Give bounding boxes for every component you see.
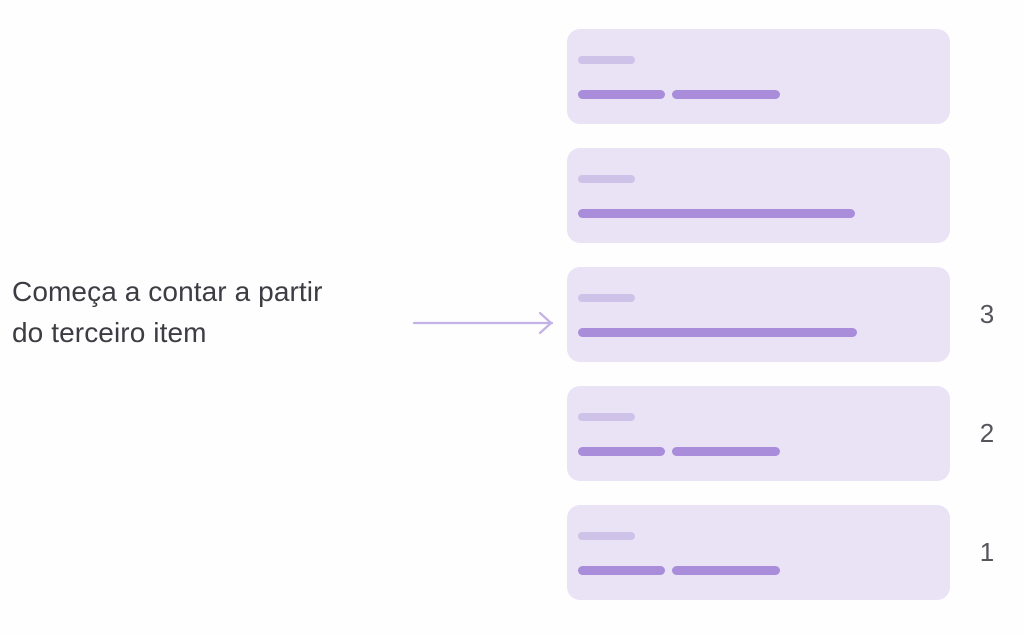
- annotation: Começa a contar a partir do terceiro ite…: [12, 271, 412, 353]
- placeholder-content-row: [578, 90, 950, 99]
- placeholder-content-bar: [672, 566, 780, 575]
- item-counter: 1: [979, 537, 995, 567]
- placeholder-content-bar: [578, 90, 665, 99]
- placeholder-content-row: [578, 209, 950, 218]
- annotation-text: Começa a contar a partir do terceiro ite…: [12, 276, 323, 348]
- placeholder-card[interactable]: [567, 29, 950, 124]
- placeholder-label-bar: [578, 175, 635, 183]
- placeholder-card[interactable]: [567, 148, 950, 243]
- placeholder-label-bar: [578, 532, 635, 540]
- placeholder-card[interactable]: [567, 386, 950, 481]
- list-item[interactable]: 1: [567, 505, 994, 600]
- list-item[interactable]: [567, 29, 950, 124]
- placeholder-content-row: [578, 447, 950, 456]
- placeholder-card[interactable]: [567, 267, 950, 362]
- placeholder-card[interactable]: [567, 505, 950, 600]
- placeholder-content-bar: [672, 447, 780, 456]
- placeholder-content-bar: [578, 209, 855, 218]
- list-item[interactable]: [567, 148, 950, 243]
- placeholder-content-row: [578, 566, 950, 575]
- list-item[interactable]: 2: [567, 386, 994, 481]
- placeholder-content-bar: [672, 90, 780, 99]
- item-counter: [967, 29, 1007, 124]
- placeholder-label-bar: [578, 56, 635, 64]
- placeholder-content-row: [578, 328, 950, 337]
- placeholder-content-bar: [578, 566, 665, 575]
- item-counter: [967, 148, 1007, 243]
- arrow-right-icon: [412, 311, 554, 335]
- card-list: 3 2 1: [567, 29, 994, 600]
- placeholder-content-bar: [578, 447, 665, 456]
- placeholder-label-bar: [578, 294, 635, 302]
- placeholder-content-bar: [578, 328, 857, 337]
- item-counter: 3: [979, 299, 995, 329]
- item-counter: 2: [979, 418, 995, 448]
- list-item[interactable]: 3: [567, 267, 994, 362]
- placeholder-label-bar: [578, 413, 635, 421]
- annotation-arrow: [410, 308, 558, 338]
